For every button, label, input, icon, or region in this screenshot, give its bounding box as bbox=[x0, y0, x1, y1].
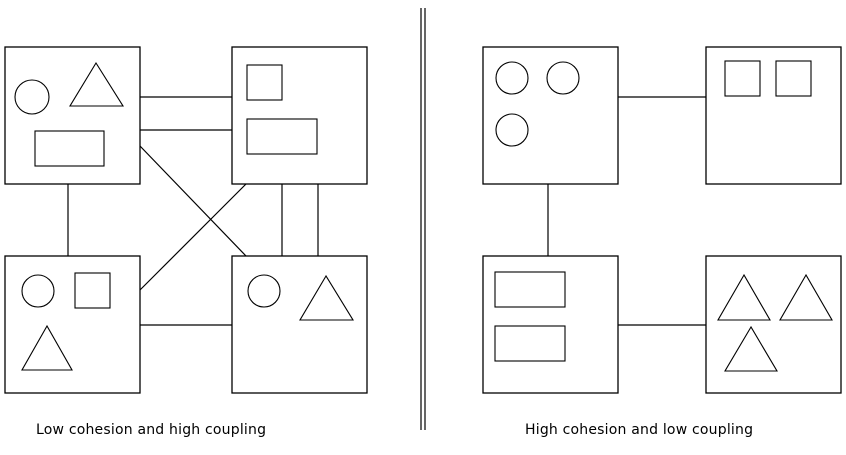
module-box bbox=[482, 255, 619, 394]
rectangle-shape bbox=[34, 130, 105, 167]
triangle-shape bbox=[724, 325, 778, 372]
module-box bbox=[231, 46, 368, 185]
circle-shape bbox=[21, 274, 55, 308]
square-shape bbox=[74, 272, 111, 309]
module-box bbox=[4, 46, 141, 185]
rectangle-shape bbox=[494, 271, 566, 308]
triangle-shape bbox=[299, 274, 354, 321]
triangle-shape bbox=[69, 61, 124, 107]
square-shape bbox=[724, 60, 761, 97]
square-shape bbox=[775, 60, 812, 97]
module-box bbox=[482, 46, 619, 185]
module-box bbox=[231, 255, 368, 394]
circle-shape bbox=[14, 79, 50, 115]
left-connectors bbox=[67, 96, 319, 326]
diagram-high-cohesion bbox=[482, 46, 842, 394]
circle-shape bbox=[546, 61, 580, 95]
diagram-low-cohesion bbox=[4, 46, 368, 394]
circle-shape bbox=[495, 113, 529, 147]
module-box bbox=[705, 255, 842, 394]
caption-high-cohesion: High cohesion and low coupling bbox=[525, 422, 754, 438]
module-box bbox=[705, 46, 842, 185]
module-box bbox=[4, 255, 141, 394]
circle-shape bbox=[495, 61, 529, 95]
caption-low-cohesion: Low cohesion and high coupling bbox=[36, 422, 267, 438]
circle-shape bbox=[247, 274, 281, 308]
rectangle-shape bbox=[246, 118, 318, 155]
triangle-shape bbox=[717, 273, 771, 321]
center-divider bbox=[420, 8, 426, 430]
right-connectors bbox=[547, 96, 706, 326]
rectangle-shape bbox=[494, 325, 566, 362]
triangle-shape bbox=[21, 324, 73, 371]
connector bbox=[139, 183, 247, 291]
connector bbox=[139, 145, 247, 257]
triangle-shape bbox=[779, 273, 833, 321]
square-shape bbox=[246, 64, 283, 101]
